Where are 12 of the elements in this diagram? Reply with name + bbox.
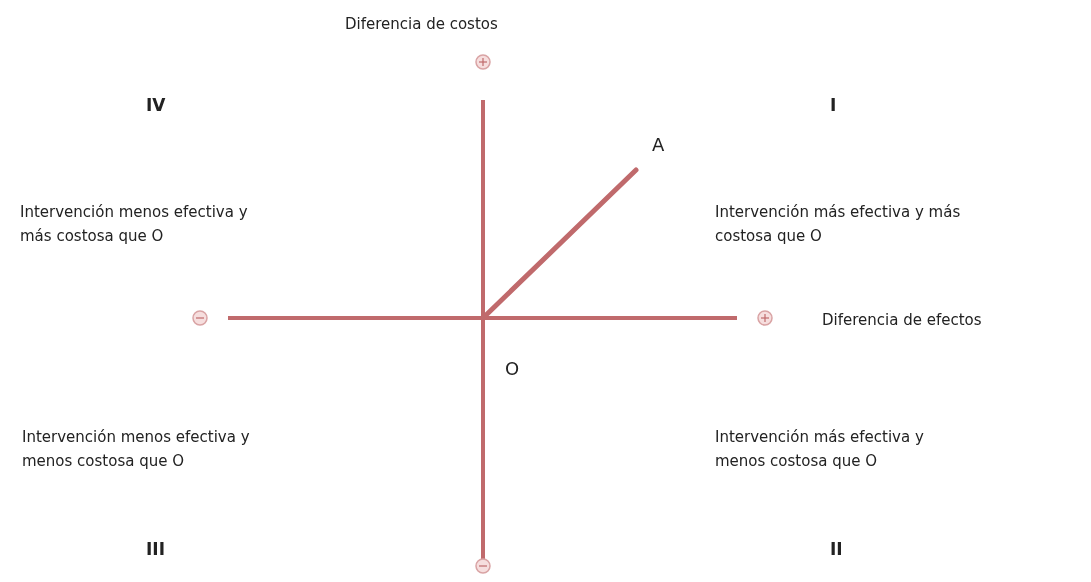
quadrant-numeral: II bbox=[830, 538, 843, 561]
point-label: O bbox=[505, 358, 520, 379]
point-label: A bbox=[652, 134, 665, 155]
quadrant-description: Intervención menos efectiva y más costosa que O bbox=[20, 202, 249, 247]
quadrant-description: Intervención más efectiva y menos costosa que O bbox=[715, 427, 925, 472]
quadrant-numeral: I bbox=[830, 94, 837, 117]
quadrant-description: Intervención más efectiva y más costosa que O bbox=[715, 202, 962, 247]
quadrant-numeral: III bbox=[146, 538, 165, 561]
axis-title: Diferencia de costos bbox=[345, 14, 498, 35]
axis-title: Diferencia de efectos bbox=[822, 310, 982, 331]
quadrant-description: Intervención menos efectiva y menos costosa que O bbox=[22, 427, 251, 472]
quadrant-numeral: IV bbox=[146, 94, 166, 117]
